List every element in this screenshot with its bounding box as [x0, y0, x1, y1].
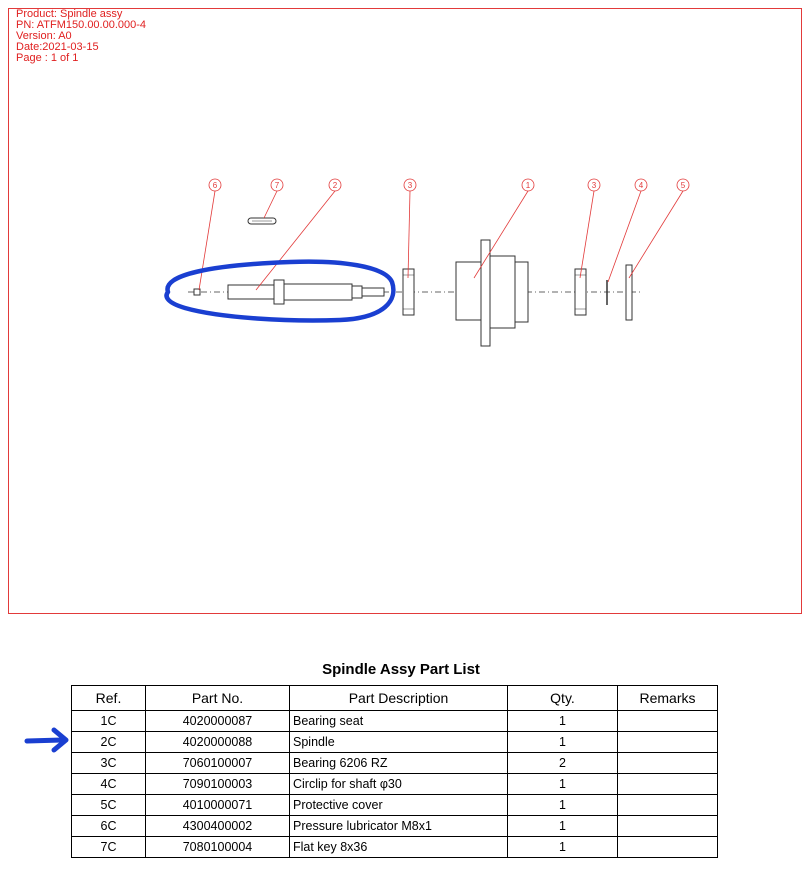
highlight-loop	[164, 259, 396, 323]
col-description: Part Description	[289, 685, 508, 711]
balloon-3b-label: 3	[592, 181, 597, 190]
part-no-cell: 4020000088	[145, 731, 290, 753]
balloon-4-label: 4	[639, 181, 644, 190]
remarks-cell	[617, 794, 718, 816]
description-cell: Bearing seat	[289, 710, 508, 732]
part-no-cell: 7080100004	[145, 836, 290, 858]
remarks-cell	[617, 815, 718, 837]
balloon-3b	[587, 178, 601, 192]
product-label: Product: Spindle assy	[16, 8, 123, 20]
balloon-2-label: 2	[333, 181, 338, 190]
table-row: 3C 7060100007 Bearing 6206 RZ 2	[71, 752, 718, 774]
part-list-header-row: Ref. Part No. Part Description Qty. Rema…	[71, 685, 718, 711]
col-part-no: Part No.	[145, 685, 290, 711]
balloon-2	[328, 178, 342, 192]
balloon-5	[676, 178, 690, 192]
table-row: 2C 4020000088 Spindle 1	[71, 731, 718, 753]
part-3-bearing-left	[402, 268, 415, 316]
page-label: Page : 1 of 1	[16, 52, 79, 64]
qty-cell: 1	[507, 731, 618, 753]
ref-cell: 5C	[71, 794, 146, 816]
qty-cell: 1	[507, 815, 618, 837]
remarks-cell	[617, 710, 718, 732]
balloon-3a-label: 3	[408, 181, 413, 190]
description-cell: Spindle	[289, 731, 508, 753]
description-cell: Pressure lubricator M8x1	[289, 815, 508, 837]
col-qty: Qty.	[507, 685, 618, 711]
balloon-6	[208, 178, 222, 192]
balloon-3a	[403, 178, 417, 192]
part-6-lubricator	[193, 288, 201, 296]
balloon-7	[270, 178, 284, 192]
version-label: Version: A0	[16, 30, 72, 42]
title-block: Product: Spindle assy PN: ATFM150.00.00.…	[16, 9, 146, 64]
balloon-4	[634, 178, 648, 192]
qty-cell: 1	[507, 710, 618, 732]
table-row: 7C 7080100004 Flat key 8x36 1	[71, 836, 718, 858]
qty-cell: 1	[507, 836, 618, 858]
arrow-right-icon	[24, 727, 69, 753]
part-1-bearing-seat	[455, 239, 529, 347]
remarks-cell	[617, 752, 718, 774]
part-no-cell: 4020000087	[145, 710, 290, 732]
description-cell: Protective cover	[289, 794, 508, 816]
part-no-cell: 4300400002	[145, 815, 290, 837]
ref-cell: 4C	[71, 773, 146, 795]
table-row: 6C 4300400002 Pressure lubricator M8x1 1	[71, 815, 718, 837]
balloons	[208, 178, 690, 192]
part-5-protective-cover	[625, 264, 633, 321]
date-label: Date:2021-03-15	[16, 41, 99, 53]
ref-cell: 7C	[71, 836, 146, 858]
ref-cell: 1C	[71, 710, 146, 732]
part-list-title: Spindle Assy Part List	[322, 661, 480, 678]
balloon-1	[521, 178, 535, 192]
part-no-cell: 7090100003	[145, 773, 290, 795]
table-row: 1C 4020000087 Bearing seat 1	[71, 710, 718, 732]
description-cell: Bearing 6206 RZ	[289, 752, 508, 774]
part-2-spindle	[227, 279, 385, 305]
remarks-cell	[617, 731, 718, 753]
ref-cell: 6C	[71, 815, 146, 837]
part-list-table: Ref. Part No. Part Description Qty. Rema…	[71, 685, 718, 858]
col-ref: Ref.	[71, 685, 146, 711]
col-remarks: Remarks	[617, 685, 718, 711]
balloon-7-label: 7	[275, 181, 280, 190]
part-no-cell: 7060100007	[145, 752, 290, 774]
part-no-cell: 4010000071	[145, 794, 290, 816]
leader-lines	[198, 190, 684, 291]
ref-cell: 3C	[71, 752, 146, 774]
description-cell: Flat key 8x36	[289, 836, 508, 858]
balloon-6-label: 6	[213, 181, 218, 190]
part-number-label: PN: ATFM150.00.00.000-4	[16, 19, 147, 31]
qty-cell: 1	[507, 773, 618, 795]
remarks-cell	[617, 773, 718, 795]
part-7-flat-key	[247, 217, 277, 225]
balloon-5-label: 5	[681, 181, 686, 190]
table-row: 5C 4010000071 Protective cover 1	[71, 794, 718, 816]
exploded-view-drawing: 6 7 2 3 1 3 4 5	[164, 178, 690, 347]
qty-cell: 2	[507, 752, 618, 774]
description-cell: Circlip for shaft φ30	[289, 773, 508, 795]
table-row: 4C 7090100003 Circlip for shaft φ30 1	[71, 773, 718, 795]
balloon-1-label: 1	[526, 181, 531, 190]
qty-cell: 1	[507, 794, 618, 816]
ref-cell: 2C	[71, 731, 146, 753]
remarks-cell	[617, 836, 718, 858]
